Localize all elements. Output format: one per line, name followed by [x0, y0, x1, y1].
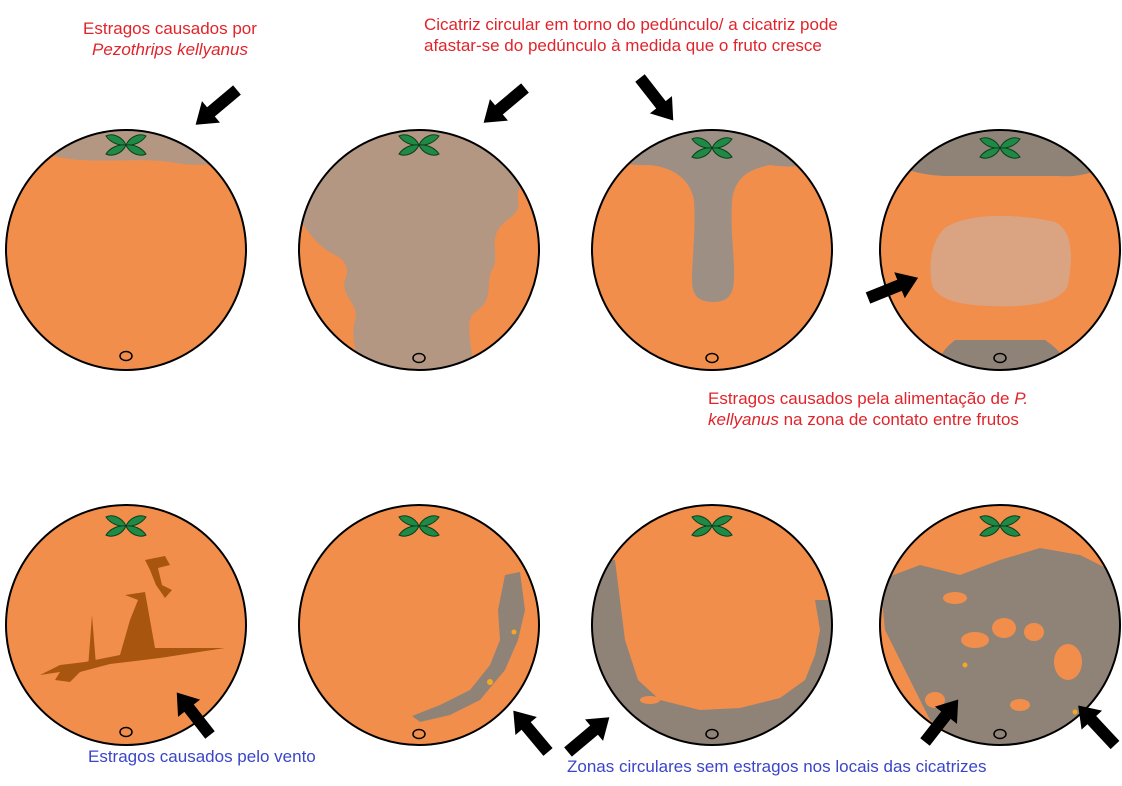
- caption-circular-scar: Cicatriz circular em torno do pedúnculo/…: [424, 14, 838, 56]
- arrow-icon: [629, 69, 684, 129]
- fruit-6: [299, 505, 539, 745]
- caption-circular-zones: Zonas circulares sem estragos nos locais…: [567, 756, 987, 777]
- fruit-3: [580, 120, 850, 370]
- fruit-2: [290, 120, 550, 372]
- fruit-4: [870, 120, 1122, 380]
- caption-wind-damage: Estragos causados pelo vento: [88, 746, 316, 767]
- caption-contact-zone: Estragos causados pela alimentação de P.…: [708, 388, 1028, 430]
- arrow-icon: [187, 79, 246, 135]
- arrow-icon: [503, 702, 559, 761]
- caption-thrips-damage: Estragos causados por Pezothrips kellyan…: [60, 18, 280, 60]
- fruit-5: [6, 505, 246, 745]
- arrow-icon: [559, 707, 618, 763]
- fruit-1: [0, 120, 250, 370]
- fruit-7: [590, 505, 840, 760]
- arrow-icon: [475, 77, 534, 133]
